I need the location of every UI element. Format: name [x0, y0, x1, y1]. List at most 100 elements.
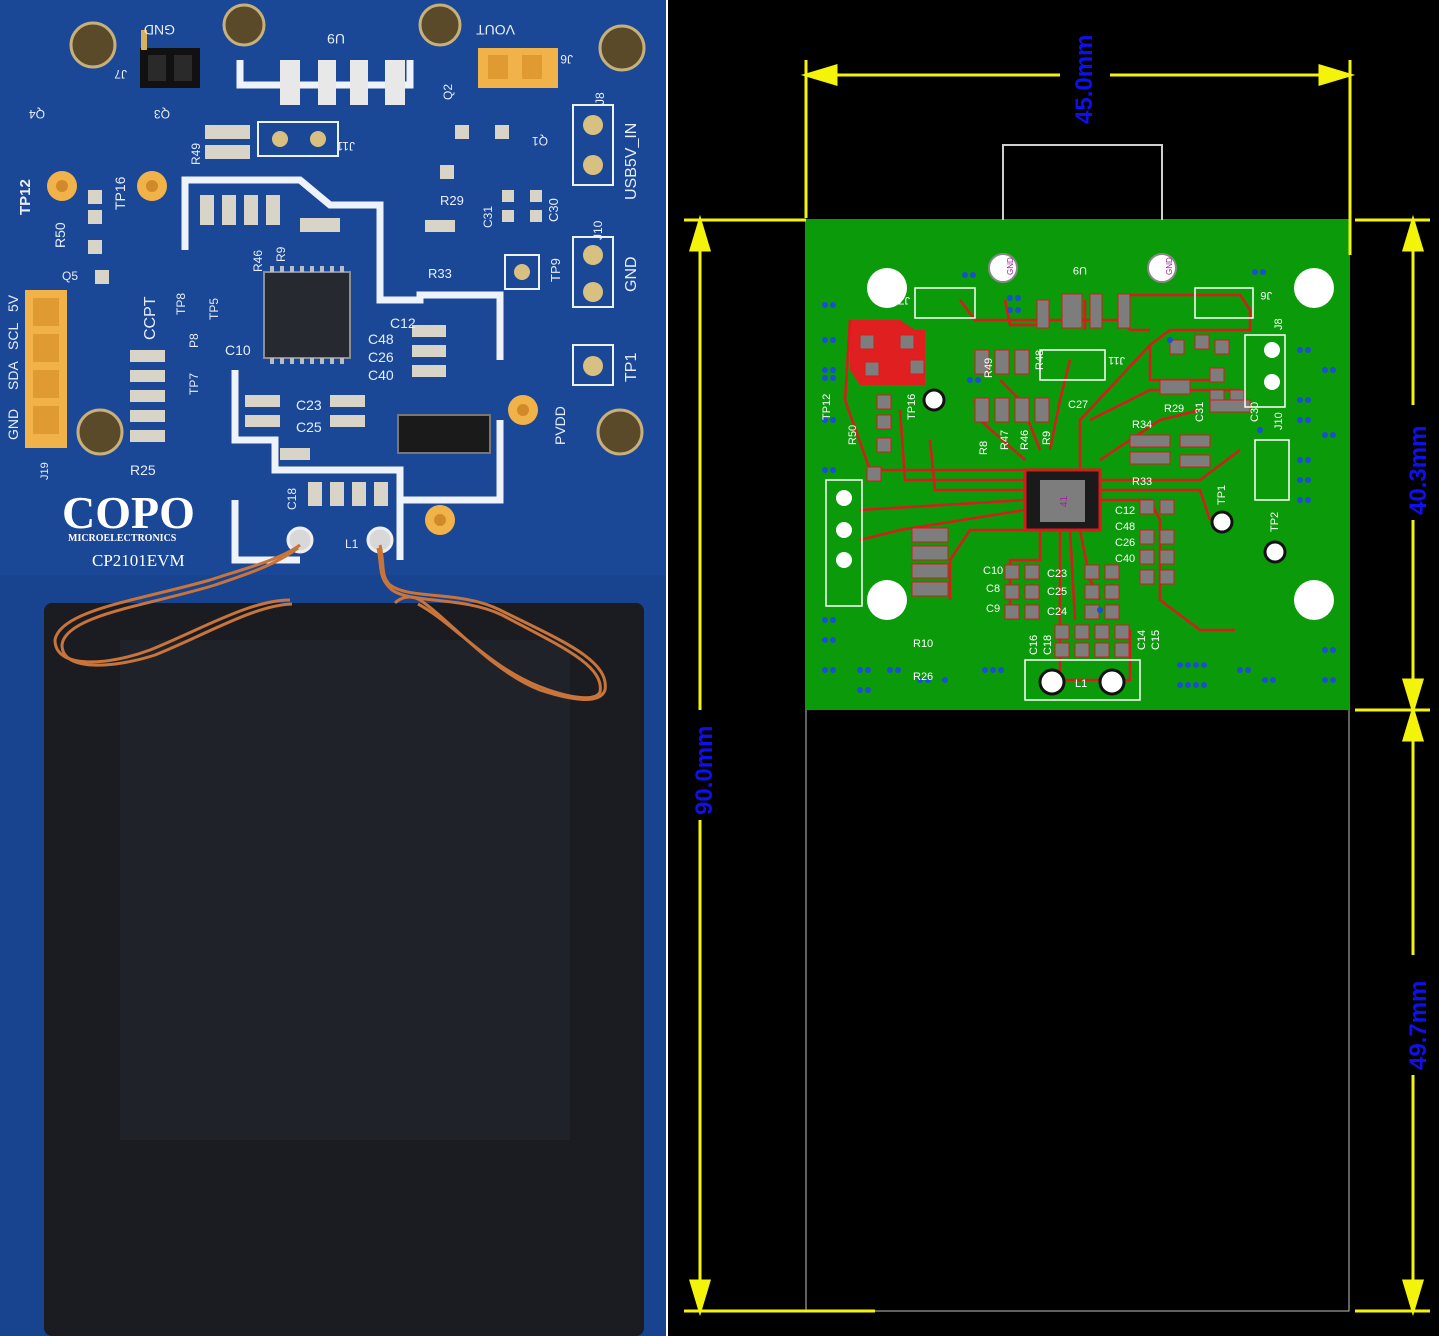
lbl-c24: C24	[1047, 606, 1067, 618]
label-c40: C40	[368, 367, 394, 383]
label-c23: C23	[296, 397, 322, 413]
j11-pads	[257, 121, 339, 157]
label-tp1: TP1	[623, 353, 640, 382]
label-c30: C30	[546, 198, 561, 222]
label-tp9: TP9	[548, 258, 563, 282]
label-j8: J8	[593, 92, 607, 105]
label-l1: L1	[345, 537, 359, 551]
j6-vout-header: VOUT J6	[476, 22, 573, 88]
label-u9: U9	[327, 31, 345, 47]
label-r49: R49	[189, 143, 203, 165]
label-q5: Q5	[62, 269, 78, 283]
lbl-c23: C23	[1047, 568, 1067, 580]
lbl-c27: C27	[1068, 399, 1088, 411]
label-r33: R33	[428, 266, 452, 281]
label-p8: P8	[187, 333, 201, 348]
lbl-j10: J10	[1273, 412, 1285, 430]
label-tp12: TP12	[17, 179, 34, 215]
label-r25: R25	[130, 462, 156, 478]
label-j6: J6	[560, 52, 573, 66]
label-c18: C18	[285, 488, 299, 510]
ferrite-sheen	[120, 640, 570, 1140]
lbl-tp2: TP2	[1269, 512, 1281, 532]
label-j19: J19	[39, 462, 51, 480]
lbl-r29: R29	[1164, 403, 1184, 415]
label-gnd: GND	[144, 22, 175, 38]
lbl-c16: C16	[1028, 635, 1040, 655]
dim-height-right-top: 40.3mm	[1405, 426, 1432, 515]
lbl-j6: J6	[1260, 289, 1272, 301]
board-photo: U9 GND J7 VOUT J6 USB5V_IN GND TP1 J8 J1…	[0, 0, 666, 1336]
j19-header	[25, 290, 67, 448]
label-r29: R29	[440, 193, 464, 208]
label-j11: J11	[336, 139, 355, 153]
label-r50: R50	[52, 222, 68, 248]
lbl-tp16: TP16	[906, 394, 918, 420]
label-c12: C12	[390, 315, 416, 331]
label-ccpt: CCPT	[142, 296, 159, 340]
lbl-c18: C18	[1042, 635, 1054, 655]
label-tp16: TP16	[112, 176, 128, 210]
pcb-layout-view: 41	[668, 0, 1439, 1336]
lbl-r33: R33	[1132, 476, 1152, 488]
lbl-c14: C14	[1136, 630, 1148, 650]
copper-pour	[850, 320, 925, 385]
label-q3: Q3	[154, 107, 170, 121]
orange-test-points	[47, 171, 538, 535]
u9-outline	[1002, 144, 1163, 268]
right-pads	[504, 104, 614, 386]
pin-label-scl: SCL	[5, 323, 21, 350]
lbl-tp1: TP1	[1216, 485, 1228, 505]
brand-sub-text: MICROELECTRONICS	[68, 533, 177, 544]
label-q4: Q4	[29, 107, 45, 121]
label-r9: R9	[274, 246, 288, 262]
lbl-tp12: TP12	[821, 394, 833, 420]
main-ic	[263, 266, 351, 364]
connector-outlines	[825, 287, 1290, 701]
lbl-j8: J8	[1273, 318, 1285, 330]
copper-coil	[53, 543, 607, 701]
brand-logo-text: COPO	[62, 487, 195, 538]
smd-components	[88, 125, 542, 506]
label-r46: R46	[251, 250, 265, 272]
label-c26: C26	[368, 349, 394, 365]
label-pvdd: PVDD	[552, 406, 568, 445]
copo-logo: COPO MICROELECTRONICS CP2101EVM	[62, 487, 195, 570]
lbl-c25: C25	[1047, 586, 1067, 598]
lbl-gnd-left: GND	[1006, 257, 1015, 275]
lbl-r10: R10	[913, 638, 933, 650]
lbl-r26: R26	[913, 671, 933, 683]
dim-height-right-bottom: 49.7mm	[1405, 981, 1432, 1070]
pin-label-sda: SDA	[5, 361, 21, 390]
lbl-r47: R47	[999, 430, 1011, 450]
layout-labels: U9 J7 J6 J8 J10 J11 TP12 TP16 TP1 TP2 R5…	[821, 257, 1285, 690]
layout-main-ic: 41	[1023, 468, 1102, 532]
lbl-gnd-right: GND	[1165, 257, 1174, 275]
lbl-j11: J11	[1108, 354, 1125, 366]
lbl-r48: R48	[1034, 350, 1046, 370]
label-gnd-right: GND	[623, 256, 640, 292]
lbl-r50: R50	[847, 425, 859, 445]
mounting-holes	[69, 3, 646, 456]
pin-label-5v: 5V	[5, 294, 21, 312]
lbl-c31: C31	[1194, 402, 1206, 422]
lbl-j7: J7	[898, 294, 910, 306]
dimension-lines	[684, 60, 1430, 1317]
lbl-r46: R46	[1019, 430, 1031, 450]
lbl-c40: C40	[1115, 553, 1135, 565]
dim-height-left: 90.0mm	[691, 726, 718, 815]
lbl-c26: C26	[1115, 537, 1135, 549]
power-inductor	[397, 414, 491, 454]
pcb-layout-drawing: 41	[668, 0, 1439, 1336]
lbl-c8: C8	[986, 583, 1000, 595]
label-j10: J10	[591, 220, 605, 240]
label-usb-in: USB5V_IN	[623, 123, 640, 200]
lbl-c12: C12	[1115, 505, 1135, 517]
label-j7: J7	[114, 67, 127, 81]
u9-module: U9	[280, 31, 405, 105]
lbl-c30: C30	[1249, 402, 1261, 422]
lbl-c9: C9	[986, 603, 1000, 615]
vias	[822, 269, 1336, 693]
lbl-r9: R9	[1041, 431, 1053, 445]
board-photo-drawing: U9 GND J7 VOUT J6 USB5V_IN GND TP1 J8 J1…	[0, 0, 666, 1336]
